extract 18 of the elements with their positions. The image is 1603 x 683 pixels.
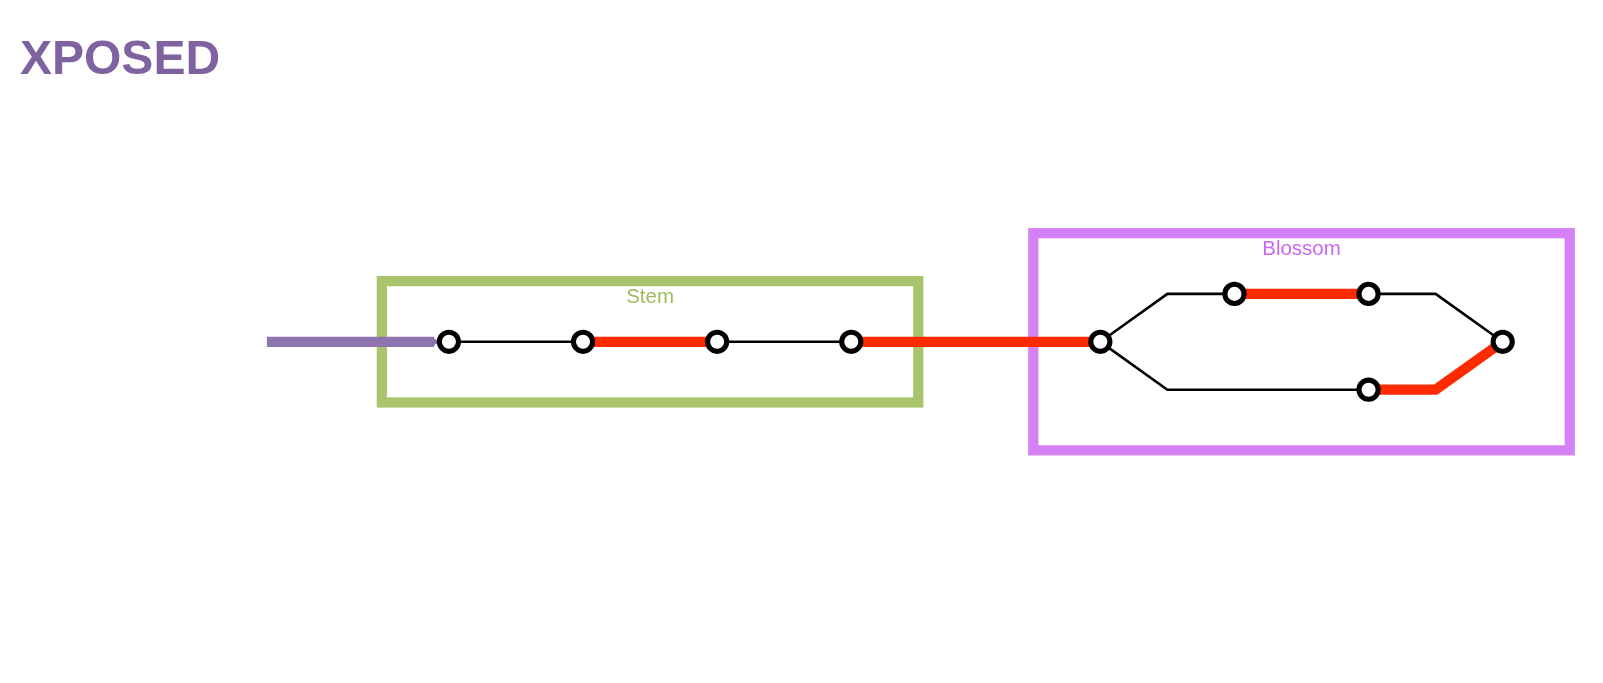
node-circle bbox=[705, 329, 730, 354]
note-text: XPOSED bbox=[20, 30, 221, 85]
connector bbox=[1378, 342, 1498, 395]
connector bbox=[726, 340, 842, 343]
connector bbox=[592, 336, 708, 347]
connector bbox=[1378, 292, 1496, 337]
node-circle bbox=[1490, 329, 1515, 354]
connector bbox=[1107, 292, 1225, 337]
node-circle bbox=[1222, 281, 1247, 306]
node-circle bbox=[1088, 329, 1113, 354]
cluster: Stem bbox=[376, 275, 924, 408]
node-circle bbox=[839, 329, 864, 354]
node-circle bbox=[570, 329, 596, 354]
node-circle bbox=[436, 329, 462, 354]
node-circle bbox=[1356, 281, 1381, 306]
node-circle bbox=[1356, 377, 1381, 402]
cluster: Blossom bbox=[1028, 227, 1575, 456]
connector bbox=[1244, 288, 1359, 299]
